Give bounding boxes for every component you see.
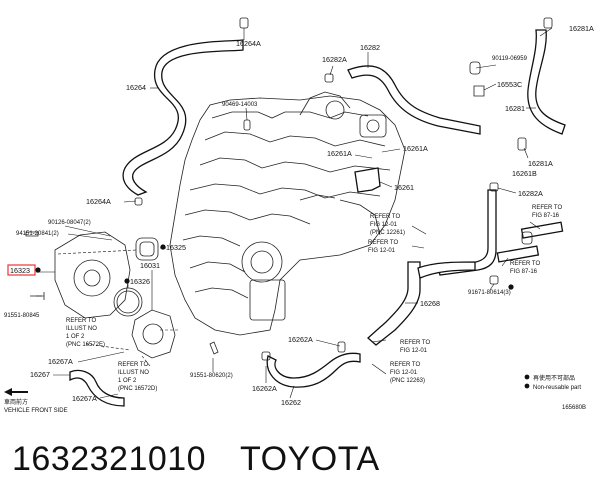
label-90126: 90126-08047(2)	[48, 220, 91, 226]
svg-text:REFER TO: REFER TO	[368, 240, 398, 246]
label-16323: 16323	[10, 266, 30, 275]
legend-reuse-en: Non-reusable part	[533, 385, 581, 391]
label-16264A-top: 16264A	[236, 39, 261, 48]
nonreusable-dot-16325	[160, 244, 166, 250]
svg-text:1 OF 2: 1 OF 2	[66, 334, 85, 340]
svg-text:(PNC 16572D): (PNC 16572D)	[118, 386, 157, 392]
svg-text:FIG 12-01: FIG 12-01	[400, 348, 428, 354]
svg-text:REFER TO: REFER TO	[370, 214, 400, 220]
figure-code: 165680B	[562, 405, 586, 411]
label-16281: 16281	[505, 104, 525, 113]
svg-text:FIG 87-16: FIG 87-16	[532, 213, 560, 219]
label-16267A-1: 16267A	[48, 357, 73, 366]
hoses	[69, 29, 566, 407]
legend-dot-1	[524, 374, 530, 380]
label-16326: 16326	[130, 277, 150, 286]
front-arrow-icon	[4, 388, 28, 396]
nonreusable-dot-16326	[124, 278, 130, 284]
engine-block	[169, 91, 406, 336]
label-16281A-mid: 16281A	[528, 159, 553, 168]
label-16282: 16282	[360, 43, 380, 52]
label-16261A-2: 16261A	[403, 144, 428, 153]
svg-text:REFER TO: REFER TO	[390, 362, 420, 368]
legend-reuse-jp: 再使用不可部品	[533, 374, 575, 382]
label-16553C: 16553C	[497, 80, 522, 89]
label-16281A-top: 16281A	[569, 24, 594, 33]
svg-text:REFER TO: REFER TO	[532, 205, 562, 211]
svg-text:FIG 12-01: FIG 12-01	[370, 222, 398, 228]
hose-16262	[266, 352, 361, 388]
svg-text:ILLUST NO: ILLUST NO	[118, 370, 149, 376]
pipe-16268-upper	[417, 261, 476, 279]
svg-text:FIG 12-01: FIG 12-01	[390, 370, 418, 376]
label-91671: 91671-80614(3)	[468, 290, 511, 296]
label-16262: 16262	[281, 398, 301, 407]
hose-16267	[69, 369, 125, 407]
label-90119: 90119-06959	[492, 56, 528, 62]
pipe-fig8716-a	[520, 221, 564, 239]
hose-16264	[122, 39, 244, 196]
pipe-fig8716-b	[496, 245, 540, 263]
label-16261: 16261	[394, 183, 414, 192]
oring-16326	[113, 287, 143, 317]
label-16268: 16268	[420, 299, 440, 308]
part-labels: 16264A 16282 16281A 16282A 16264 90119-0…	[4, 24, 594, 407]
legend: 再使用不可部品 Non-reusable part	[524, 374, 581, 391]
svg-text:(PNC 12261): (PNC 12261)	[370, 230, 405, 236]
hose-16282	[347, 65, 481, 135]
nonreusable-dot-16323	[35, 267, 41, 273]
caption: 1632321010 TOYOTA	[12, 440, 380, 478]
refer-notes: REFER TO FIG 12-01 (PNC 12261) REFER TO …	[66, 205, 562, 392]
label-16262A: 16262A	[288, 335, 313, 344]
svg-text:FIG 87-16: FIG 87-16	[510, 269, 538, 275]
svg-text:1 OF 2: 1 OF 2	[118, 378, 137, 384]
svg-text:(PNC 16572E): (PNC 16572E)	[66, 342, 105, 348]
hose-16261	[354, 167, 381, 193]
label-16262A-2: 16262A	[252, 384, 277, 393]
label-16282A-mid: 16282A	[518, 189, 543, 198]
label-16261A-1: 16261A	[327, 149, 352, 158]
label-16267A-2: 16267A	[72, 394, 97, 403]
pipe-16268	[367, 261, 421, 346]
label-91551-1: 91551-80845	[4, 313, 40, 319]
label-16261B: 16261B	[512, 169, 537, 178]
svg-text:REFER TO: REFER TO	[66, 318, 96, 324]
nonreusable-markers	[35, 244, 514, 290]
gasket-16325	[135, 237, 159, 261]
housing-16031	[131, 309, 176, 359]
label-16267: 16267	[30, 370, 50, 379]
label-94151: 94151-20841(2)	[16, 231, 59, 237]
svg-text:REFER TO: REFER TO	[510, 261, 540, 267]
front-en: VEHICLE FRONT SIDE	[4, 408, 68, 414]
leader-lines	[36, 27, 553, 399]
legend-dot-2	[524, 383, 530, 389]
label-91551-2: 91551-80620(2)	[190, 373, 233, 379]
label-16031: 16031	[140, 261, 160, 270]
nonreusable-dot-91671	[508, 284, 514, 290]
caption-part-number: 1632321010	[12, 440, 206, 478]
svg-text:(PNC 12263): (PNC 12263)	[390, 378, 425, 384]
label-90469: 90469-14003	[222, 102, 258, 108]
label-16264: 16264	[126, 83, 146, 92]
front-jp: 車両前方	[4, 398, 28, 406]
vehicle-front-indicator: 車両前方 VEHICLE FRONT SIDE	[4, 388, 68, 414]
svg-text:REFER TO: REFER TO	[400, 340, 430, 346]
highlight-16323	[7, 264, 36, 276]
svg-text:REFER TO: REFER TO	[118, 362, 148, 368]
label-16264A-mid: 16264A	[86, 197, 111, 206]
label-16282A-top: 16282A	[322, 55, 347, 64]
caption-brand: TOYOTA	[240, 440, 380, 478]
svg-text:FIG 12-01: FIG 12-01	[368, 248, 396, 254]
label-16325: 16325	[166, 243, 186, 252]
hose-16281	[527, 29, 566, 135]
svg-text:ILLUST NO: ILLUST NO	[66, 326, 97, 332]
